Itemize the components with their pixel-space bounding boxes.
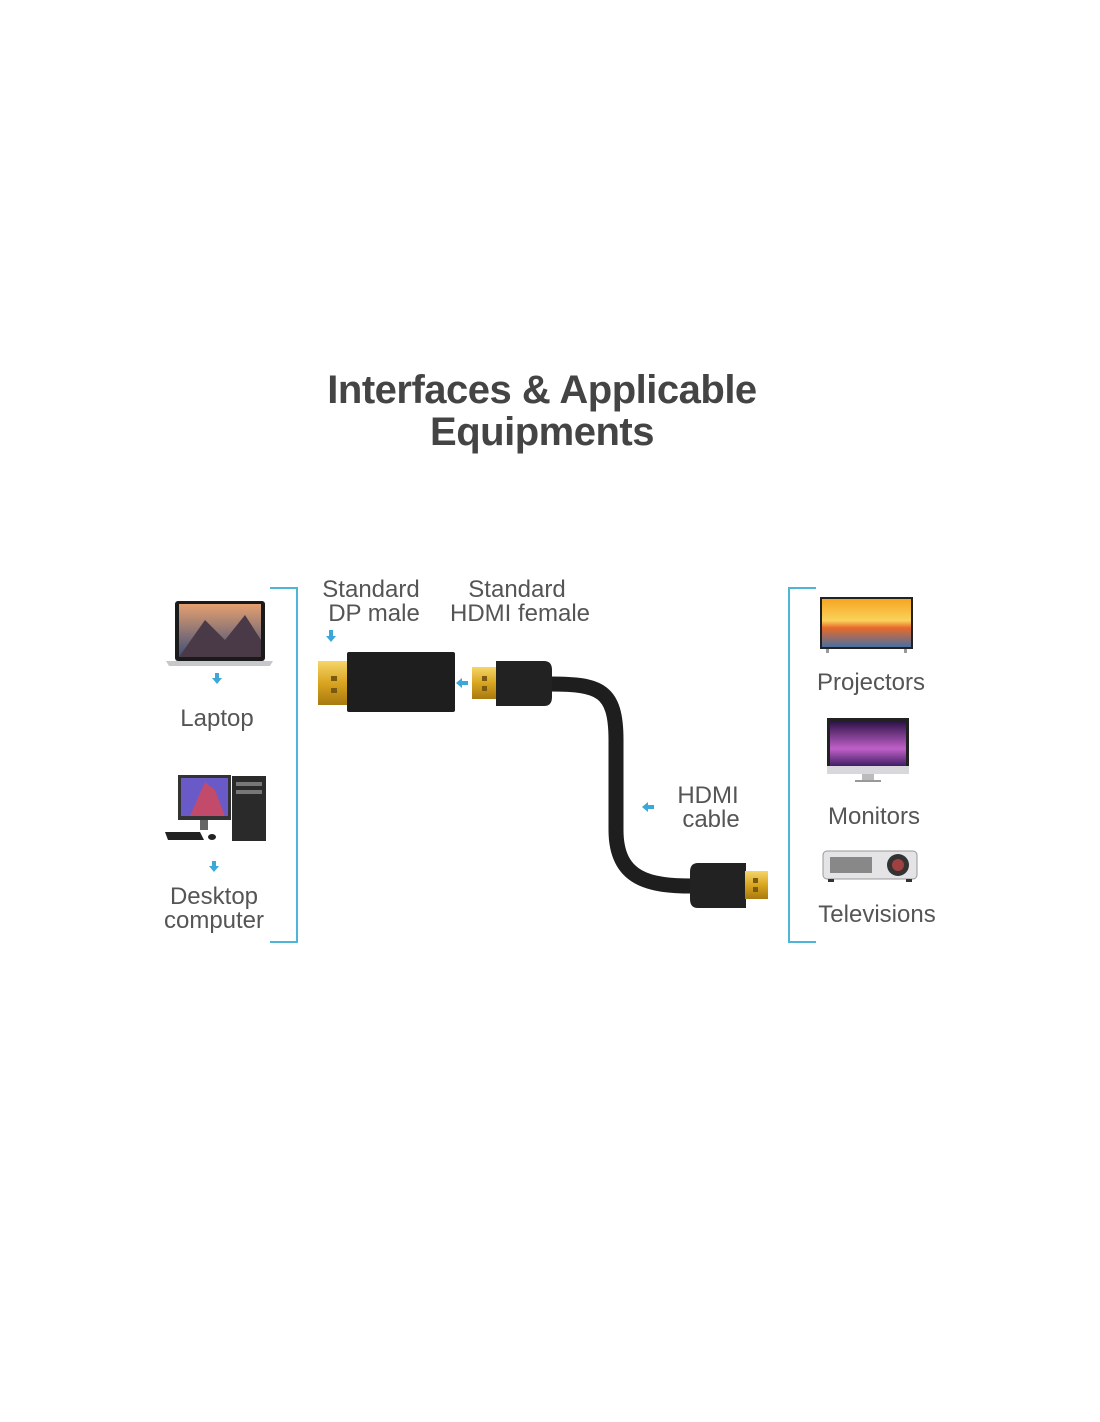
label-dp-line2: DP male [328, 600, 420, 627]
right-bracket [788, 587, 816, 943]
arrow-left-icon [642, 802, 654, 812]
label-cable-line1: HDMI [677, 782, 739, 809]
arrow-down-icon [326, 630, 336, 642]
left-bracket [270, 587, 298, 943]
arrow-down-icon [212, 673, 222, 684]
projector-icon [822, 850, 918, 882]
arrow-down-icon [209, 861, 219, 872]
label-desktop-line1: Desktop [169, 883, 259, 910]
label-laptop: Laptop [180, 705, 254, 732]
hdmi-plug-upper [472, 661, 552, 706]
label-televisions: Televisions [818, 901, 936, 928]
label-dp-line1: Standard [322, 576, 420, 603]
page-title-line1: Interfaces & Applicable [327, 368, 757, 412]
dp-to-hdmi-adapter [318, 652, 455, 712]
label-cable-line2: cable [682, 806, 740, 833]
arrow-left-icon [456, 678, 468, 688]
tv-icon [820, 597, 913, 653]
label-monitors: Monitors [827, 803, 921, 830]
page-title-line2: Equipments [430, 410, 654, 454]
desktop-computer-icon [165, 775, 266, 841]
label-hdmi-female-line1: Standard [468, 576, 566, 603]
hdmi-cable [549, 676, 693, 894]
label-projectors: Projectors [816, 669, 926, 696]
label-hdmi-female-line2: HDMI female [449, 600, 591, 627]
hdmi-plug-lower [690, 863, 768, 908]
monitor-icon [827, 718, 909, 782]
laptop-icon [166, 601, 273, 666]
label-desktop-line2: computer [163, 907, 265, 934]
